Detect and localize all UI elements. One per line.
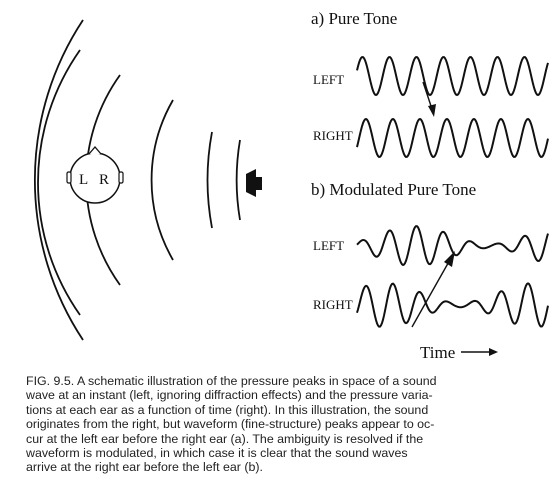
caption-line: waveform is modulated, in which case it … — [26, 446, 408, 461]
time-label: Time — [420, 343, 455, 362]
right-ear-label: R — [99, 172, 109, 188]
caption-line: tions at each ear as a function of time … — [26, 402, 429, 417]
head-outline — [69, 152, 121, 204]
caption-line: originates from the right, but waveform … — [26, 417, 435, 432]
nose-icon — [88, 146, 102, 155]
time-arrow — [461, 348, 498, 356]
panel-b-right-waveform — [356, 282, 549, 328]
loudspeaker-icon — [246, 169, 262, 197]
caption-line: cur at the left ear before the right ear… — [26, 431, 424, 446]
panel-b-title: b) Modulated Pure Tone — [311, 180, 476, 199]
wavefront-arc-2 — [206, 131, 213, 229]
left-ear-icon — [66, 171, 72, 184]
figure-diagram: L R a) Pure Tone LEFT RIGHT b) Modulated… — [33, 9, 549, 362]
wavefront-arc-5 — [37, 49, 81, 316]
panel-b-right-label: RIGHT — [313, 297, 353, 312]
wavefront-arc-3 — [150, 99, 174, 261]
caption-line: FIG. 9.5. A schematic illustration of th… — [26, 374, 437, 388]
panel-a-left-waveform — [356, 56, 549, 97]
panel-a-right-waveform — [356, 117, 549, 158]
panel-a-left-label: LEFT — [313, 72, 344, 87]
caption-line: arrive at the right ear before the left … — [26, 460, 263, 475]
figure-caption: FIG. 9.5. A schematic illustration of th… — [26, 374, 526, 475]
left-ear-label: L — [79, 172, 88, 188]
panel-a-arrow — [422, 81, 436, 117]
wavefront-arc-6 — [33, 19, 84, 341]
wavefront-arc-1 — [235, 139, 241, 221]
wavefronts — [33, 19, 241, 341]
right-ear-icon — [118, 171, 124, 184]
panel-a-right-label: RIGHT — [313, 128, 353, 143]
panel-b-left-label: LEFT — [313, 238, 344, 253]
panel-b-arrow — [411, 251, 455, 328]
panel-a-title: a) Pure Tone — [311, 9, 397, 28]
listener-head: L R — [66, 146, 124, 204]
caption-line: wave at an instant (left, ignoring diffr… — [26, 388, 433, 403]
panel-b-left-waveform — [356, 225, 549, 267]
